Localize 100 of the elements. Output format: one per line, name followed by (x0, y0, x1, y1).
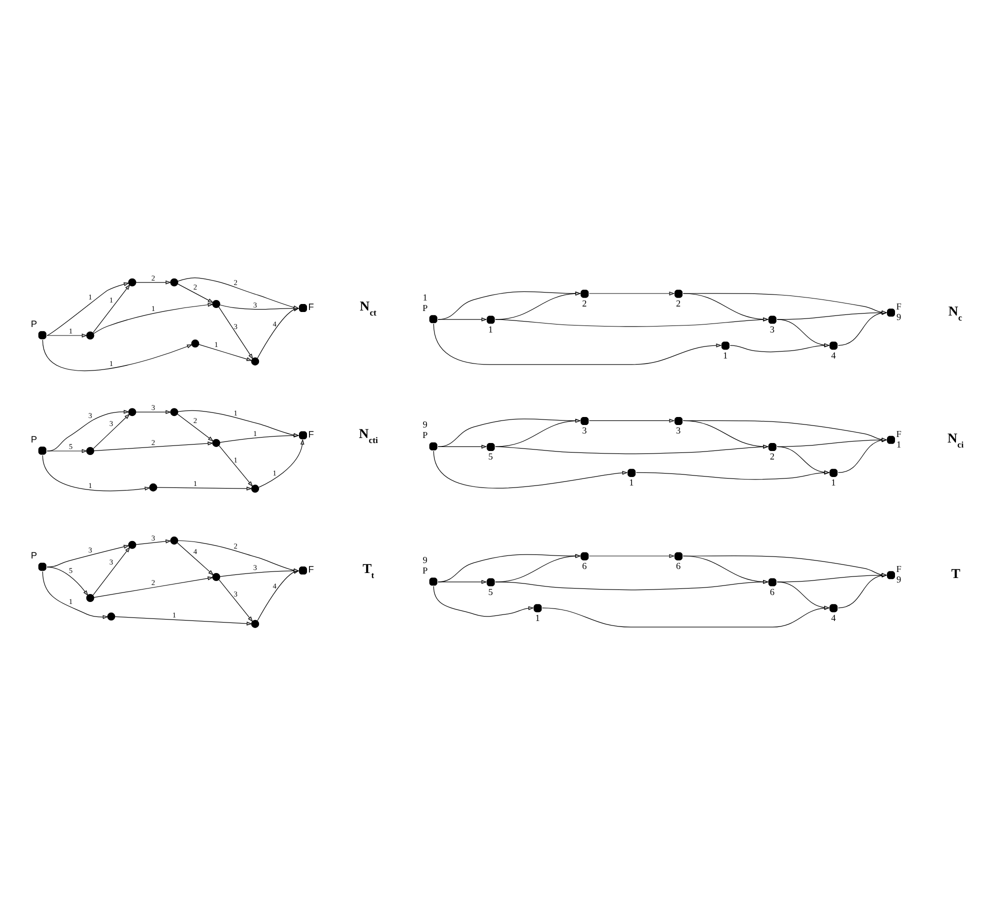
node-label: 1 (722, 350, 728, 361)
node-circle (768, 442, 776, 450)
arrow (135, 538, 171, 544)
label: N$_{ct}$ (359, 298, 376, 318)
node-circle (86, 593, 94, 602)
node-circle (38, 562, 46, 570)
arrow (494, 418, 580, 446)
node-label: P (422, 430, 428, 441)
node-circle (580, 552, 588, 560)
node-circle (829, 604, 838, 612)
node-circle (829, 468, 838, 476)
node-label: F (896, 429, 901, 440)
node-circle (829, 341, 838, 350)
node-label: 9 (896, 312, 901, 323)
label: T$_{t}$ (362, 560, 374, 580)
arrow (588, 554, 674, 558)
node-circle (627, 468, 636, 476)
node-circle (298, 430, 307, 439)
node-label: 6 (582, 561, 586, 572)
node-label: 1 (488, 324, 492, 335)
node-label: 4 (830, 613, 836, 624)
arrow (588, 291, 674, 295)
node-circle (533, 604, 542, 612)
node-label: 2 (769, 452, 774, 462)
node-label: 9 (896, 575, 901, 586)
arrow (93, 441, 213, 451)
node-circle (38, 330, 46, 339)
node-circle (86, 446, 94, 455)
node-circle (886, 308, 895, 316)
node-circle (106, 612, 115, 620)
node-circle (486, 315, 494, 324)
node-circle (768, 315, 776, 324)
node-circle (298, 566, 307, 574)
node-circle (720, 341, 729, 350)
node-circle (674, 416, 682, 425)
node-circle (768, 578, 776, 586)
arrow (135, 280, 171, 284)
node-circle (86, 330, 94, 340)
node-circle (170, 278, 178, 286)
arrow (218, 444, 252, 486)
node-circle (250, 356, 259, 365)
arrow (92, 413, 130, 448)
node-label: 5 (488, 587, 492, 598)
arrow (218, 306, 253, 359)
arrow (135, 410, 171, 414)
label: T (950, 565, 960, 580)
node-circle (128, 278, 136, 286)
arrow (42, 339, 192, 371)
node-label: 1 (896, 440, 901, 450)
node-label: 3 (582, 426, 586, 436)
node-label: F (308, 302, 314, 312)
arrow (93, 576, 213, 598)
node-circle (128, 540, 136, 548)
node-circle (128, 408, 136, 416)
arrow (258, 438, 304, 488)
node-circle (250, 619, 259, 628)
node-label: 9 (422, 555, 427, 566)
node-label: 1 (534, 613, 540, 624)
node-label: P (30, 550, 37, 560)
node-label: 9 (422, 420, 427, 430)
arrow (114, 616, 252, 625)
arrow (432, 585, 534, 616)
arrow (432, 450, 628, 488)
arrow (46, 282, 129, 336)
node-label: 2 (582, 298, 586, 309)
node-label: 2 (676, 298, 680, 309)
node-label: 6 (769, 587, 774, 598)
node-label: 3 (769, 324, 774, 335)
arrow (42, 454, 150, 491)
node-circle (148, 482, 157, 491)
node-circle (580, 289, 588, 298)
node-label: F (896, 564, 901, 575)
arrow (432, 322, 722, 364)
node-circle (486, 442, 494, 450)
arrow (92, 284, 130, 332)
arrow (92, 302, 213, 334)
arrow (198, 344, 252, 360)
node-label: 5 (488, 452, 492, 462)
label: N$_{ci}$ (947, 430, 964, 450)
arrow (46, 448, 87, 452)
node-circle (674, 552, 682, 560)
node-circle (674, 289, 682, 298)
node-label: F (896, 302, 901, 312)
node-label: 3 (676, 426, 680, 436)
node-circle (428, 442, 437, 450)
arrow (437, 580, 487, 584)
node-label: F (308, 428, 314, 439)
node-circle (580, 416, 588, 425)
node-circle (212, 438, 220, 446)
node-label: 4 (830, 350, 836, 361)
arrow (46, 333, 87, 337)
node-label: 1 (422, 292, 427, 303)
node-circle (170, 408, 178, 416)
node-label: P (422, 303, 428, 314)
node-circle (486, 578, 494, 586)
arrow (437, 418, 580, 446)
arrow (218, 579, 252, 622)
node-circle (190, 339, 199, 348)
arrow (588, 418, 674, 422)
node-label: P (422, 566, 428, 576)
